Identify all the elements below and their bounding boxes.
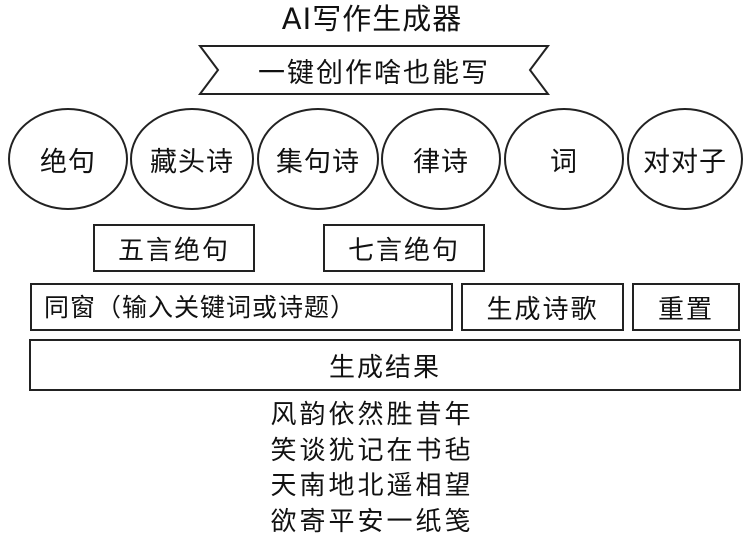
mode-ci-button[interactable]: 词 bbox=[504, 108, 624, 210]
wuyan-jueju-button[interactable]: 五言绝句 bbox=[93, 224, 255, 272]
result-header: 生成结果 bbox=[29, 339, 741, 391]
poem-line: 天南地北遥相望 bbox=[270, 471, 474, 501]
mode-lvshi-button[interactable]: 律诗 bbox=[381, 108, 501, 210]
result-poem: 风韵依然胜昔年 笑谈犹记在书毡 天南地北遥相望 欲寄平安一纸笺 bbox=[0, 398, 744, 540]
keyword-input-box[interactable] bbox=[30, 283, 453, 331]
banner-ribbon bbox=[198, 45, 550, 95]
qiyan-jueju-button[interactable]: 七言绝句 bbox=[323, 224, 485, 272]
poem-line: 欲寄平安一纸笺 bbox=[270, 506, 474, 537]
keyword-input[interactable] bbox=[42, 291, 451, 323]
poem-line: 笑谈犹记在书毡 bbox=[270, 435, 474, 466]
generate-poem-button[interactable]: 生成诗歌 bbox=[461, 283, 624, 331]
app-title: AI写作生成器 bbox=[281, 2, 463, 36]
mode-jijushi-button[interactable]: 集句诗 bbox=[257, 108, 379, 210]
reset-button[interactable]: 重置 bbox=[632, 283, 740, 331]
mode-jueju-button[interactable]: 绝句 bbox=[8, 108, 128, 210]
mode-cangtoushi-button[interactable]: 藏头诗 bbox=[130, 108, 254, 210]
banner-slogan: 一键创作啥也能写 bbox=[258, 57, 490, 89]
poem-line: 风韵依然胜昔年 bbox=[270, 400, 474, 430]
mode-duiduizi-button[interactable]: 对对子 bbox=[627, 108, 743, 210]
